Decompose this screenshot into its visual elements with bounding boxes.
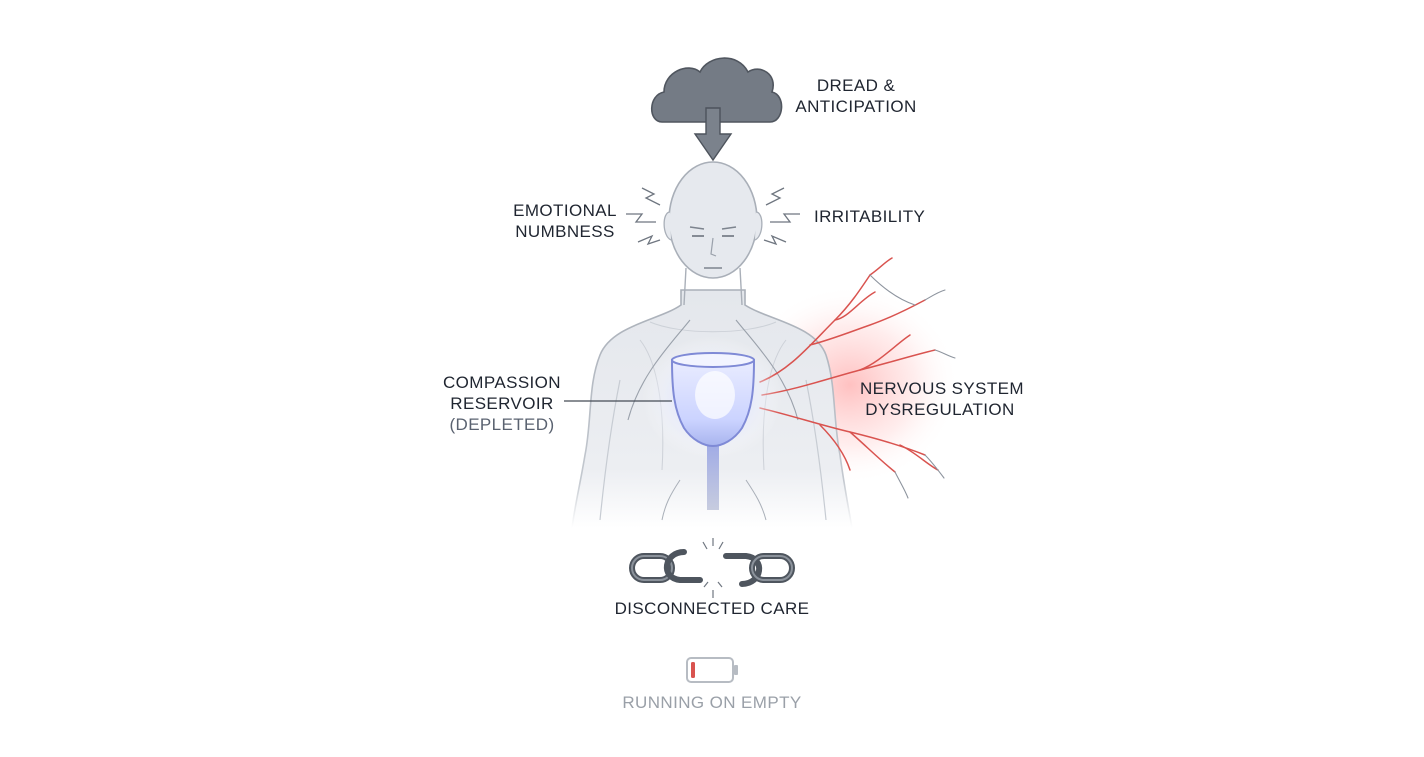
label-compassion-line2: RESERVOIR	[450, 394, 554, 413]
label-irritability-line1: IRRITABILITY	[814, 207, 926, 226]
label-dread-line2: ANTICIPATION	[795, 97, 917, 116]
nerve-network-grey	[869, 274, 956, 499]
zig-right-1	[765, 187, 785, 206]
cloud-shape	[650, 57, 783, 123]
label-numbness-line1: EMOTIONAL	[513, 201, 617, 220]
label-compassion: COMPASSION RESERVOIR (DEPLETED)	[432, 372, 572, 435]
nerve-branch-5	[849, 431, 896, 473]
cup-shine	[695, 371, 735, 419]
nerve-branch-1	[834, 291, 876, 321]
zig-right-2	[770, 213, 800, 223]
label-battery-line1: RUNNING ON EMPTY	[622, 693, 802, 712]
battery-cap	[734, 665, 738, 675]
vein-lower-right	[745, 479, 767, 521]
chain-link-2-broken	[663, 549, 703, 583]
nerve-branch-7	[899, 444, 939, 471]
arrow-shape	[693, 107, 733, 162]
nose	[710, 237, 717, 257]
label-numbness: EMOTIONAL NUMBNESS	[500, 200, 630, 242]
nerve-branch-3	[809, 299, 926, 346]
neck	[683, 267, 743, 306]
battery-body	[686, 657, 734, 683]
nerve-grey-2	[924, 289, 946, 301]
cloud-icon	[650, 57, 783, 123]
nerve-branch-6	[819, 424, 851, 471]
label-numbness-line2: NUMBNESS	[515, 222, 615, 241]
zigzag-icon-right	[763, 187, 800, 246]
arm-line-left	[599, 379, 621, 521]
zig-left-1	[641, 187, 661, 206]
spark-2	[702, 541, 708, 550]
label-disconnected-line1: DISCONNECTED CARE	[614, 599, 810, 618]
compassion-cup	[670, 352, 756, 510]
label-nervous: NERVOUS SYSTEM DYSREGULATION	[860, 378, 1024, 420]
label-dread-line1: DREAD &	[816, 76, 896, 95]
break-sparks	[702, 538, 724, 598]
label-dread: DREAD & ANTICIPATION	[786, 75, 926, 117]
arrow-down-icon	[693, 107, 733, 162]
brow-right	[721, 226, 737, 230]
broken-chain-icon	[606, 538, 822, 598]
label-compassion-line1: COMPASSION	[443, 373, 561, 392]
spark-6	[717, 581, 723, 588]
label-disconnected: DISCONNECTED CARE	[612, 598, 812, 619]
label-nervous-line2: DYSREGULATION	[865, 400, 1015, 419]
vein-right	[735, 319, 799, 421]
battery-level-fill	[691, 662, 695, 678]
nerve-grey-4	[924, 454, 945, 479]
chain-link-4-inner	[751, 555, 793, 581]
chain-link-3-broken	[723, 553, 763, 587]
collar-line	[649, 321, 777, 333]
label-irritability: IRRITABILITY	[814, 206, 925, 227]
head	[668, 161, 758, 279]
ear-left	[663, 211, 672, 241]
zig-right-3	[763, 234, 787, 246]
label-nervous-line1: NERVOUS SYSTEM	[860, 379, 1024, 398]
spark-3	[718, 541, 724, 550]
label-compassion-line3: (DEPLETED)	[449, 415, 555, 434]
label-battery: RUNNING ON EMPTY	[612, 692, 812, 713]
arm-line-right	[805, 379, 827, 521]
nerve-grey-5	[894, 471, 909, 499]
zigzag-icon-left	[626, 187, 661, 246]
battery-low-icon	[686, 657, 738, 683]
nerve-network	[759, 257, 939, 473]
zig-left-3	[637, 234, 661, 246]
vein-lower-left	[661, 479, 681, 521]
nerve-branch-2	[869, 257, 893, 276]
nerve-branch-4	[859, 334, 911, 371]
chain-link-1-inner	[631, 555, 673, 581]
nerve-grey-1	[869, 274, 916, 306]
spark-5	[703, 581, 709, 588]
brow-left	[689, 226, 705, 230]
cup-rim	[671, 352, 755, 368]
zig-left-2	[626, 213, 656, 223]
nerve-grey-3	[934, 349, 956, 359]
cup-stem	[707, 440, 719, 510]
ear-right	[754, 211, 763, 241]
